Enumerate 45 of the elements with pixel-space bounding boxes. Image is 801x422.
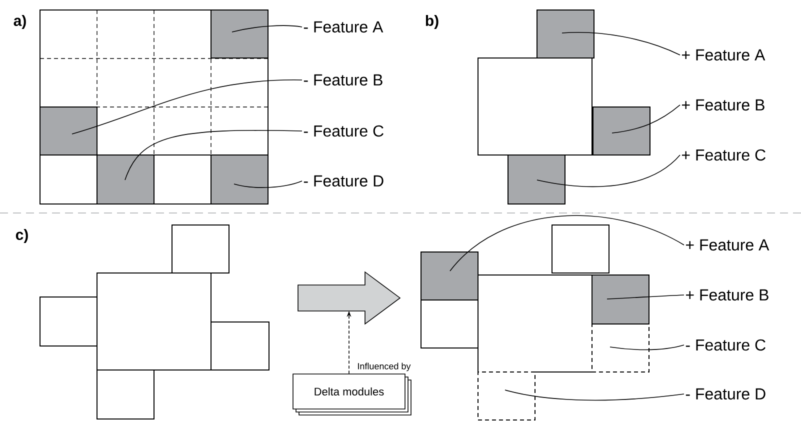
shaded-square: [96, 154, 154, 204]
leader-line: [536, 154, 680, 188]
square: [96, 272, 212, 370]
leader-line: [450, 215, 684, 272]
leader-line: [234, 180, 302, 188]
shaded-square: [210, 10, 268, 58]
feature-label: + Feature C: [682, 149, 766, 161]
block-arrow: [298, 271, 401, 325]
shaded-square: [420, 252, 478, 300]
shaded-square: [508, 154, 566, 204]
leader-line: [562, 32, 680, 56]
feature-label: - Feature B: [304, 74, 382, 86]
shaded-square: [592, 106, 650, 156]
shaded-square: [210, 154, 268, 204]
feature-label: - Feature D: [686, 388, 766, 400]
panel-label: b): [426, 15, 438, 29]
square: [96, 369, 154, 420]
feature-label: + Feature B: [682, 99, 764, 111]
leader-line: [124, 130, 302, 180]
leader-line: [72, 80, 302, 134]
square: [40, 296, 98, 346]
panel-label: a): [14, 15, 26, 29]
leader-line: [232, 25, 302, 32]
leader-line: [612, 104, 680, 134]
dashed-square: [478, 371, 536, 420]
panel-label: c): [16, 229, 28, 243]
feature-label: - Feature C: [686, 339, 766, 351]
stacked-card: Delta modules: [292, 374, 412, 416]
leader-line: [504, 390, 684, 401]
feature-label: + Feature A: [682, 49, 766, 61]
square: [552, 224, 610, 274]
shaded-square: [536, 10, 594, 58]
feature-label: - Feature A: [304, 21, 384, 33]
dashed-square: [592, 323, 650, 372]
shaded-square: [40, 106, 98, 156]
feature-label: + Feature A: [686, 239, 770, 251]
feature-label: + Feature B: [686, 289, 768, 301]
square: [210, 321, 270, 370]
feature-label: - Feature D: [304, 175, 384, 187]
square: [172, 224, 230, 274]
shaded-square: [592, 274, 650, 324]
leader-line: [606, 294, 684, 300]
leader-line: [610, 344, 684, 350]
edge-label: Influenced by: [356, 362, 412, 372]
feature-label: - Feature C: [304, 125, 384, 137]
